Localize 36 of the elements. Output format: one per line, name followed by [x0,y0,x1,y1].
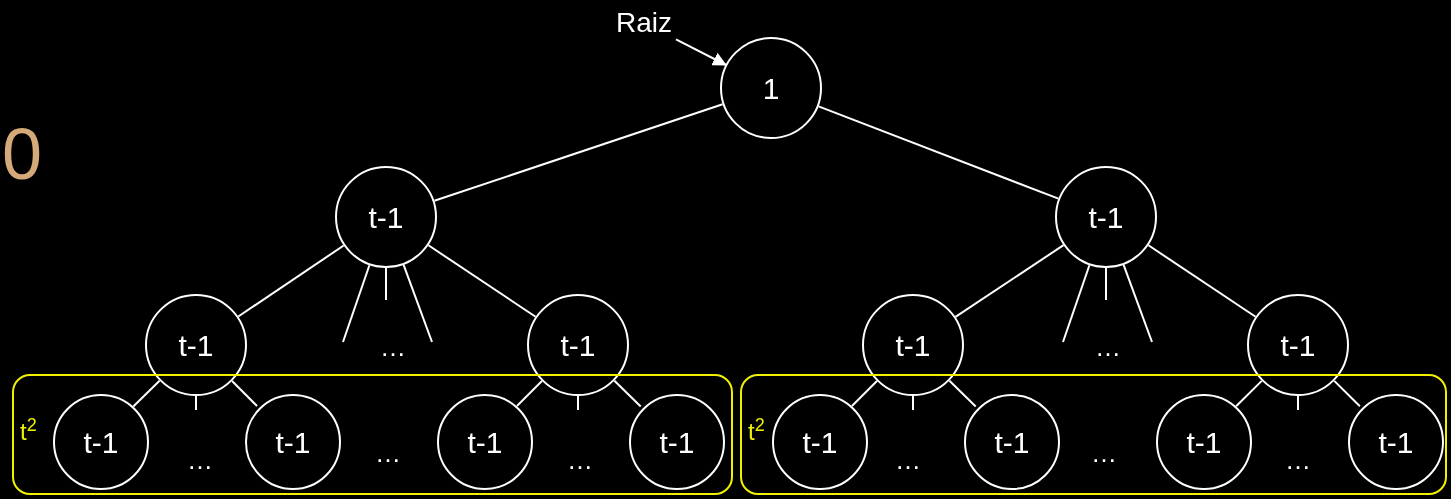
connector-line [1147,244,1257,318]
group-size-label: t$^{2}$ [20,420,37,444]
ellipsis-label: … [380,334,406,360]
connector-line [195,395,197,411]
ellipsis-label: … [895,447,921,473]
arrow [675,38,727,66]
ellipsis-label: … [1285,447,1311,473]
ellipsis-label: … [375,440,401,466]
connector-line [1297,395,1299,411]
connector-line [132,379,161,408]
connector-line [1105,267,1107,301]
connector-line [1122,263,1153,343]
group-size-label: t$^{2}$ [748,420,765,444]
ellipsis-label: … [1095,334,1121,360]
connector-line [237,244,345,318]
connector-line [515,380,543,408]
connector-line [954,244,1065,318]
connector-line [1235,379,1263,408]
root-label: Raiz [612,4,676,42]
ellipsis-label: … [567,447,593,473]
connector-line [577,395,579,411]
connector-line [613,379,642,408]
connector-line [850,380,878,408]
connector-line [1333,379,1361,408]
connector-line [427,244,537,318]
connector-line [912,395,914,411]
group-frame [12,374,733,495]
connector-line [231,380,259,408]
group-frame [740,374,1447,495]
connector-line [385,267,387,301]
connector-line [948,379,977,408]
ellipsis-label: … [187,447,213,473]
digit-label: 0 [2,118,43,190]
ellipsis-label: … [1091,440,1117,466]
connector-line [817,105,1060,200]
connector-line [402,263,433,343]
